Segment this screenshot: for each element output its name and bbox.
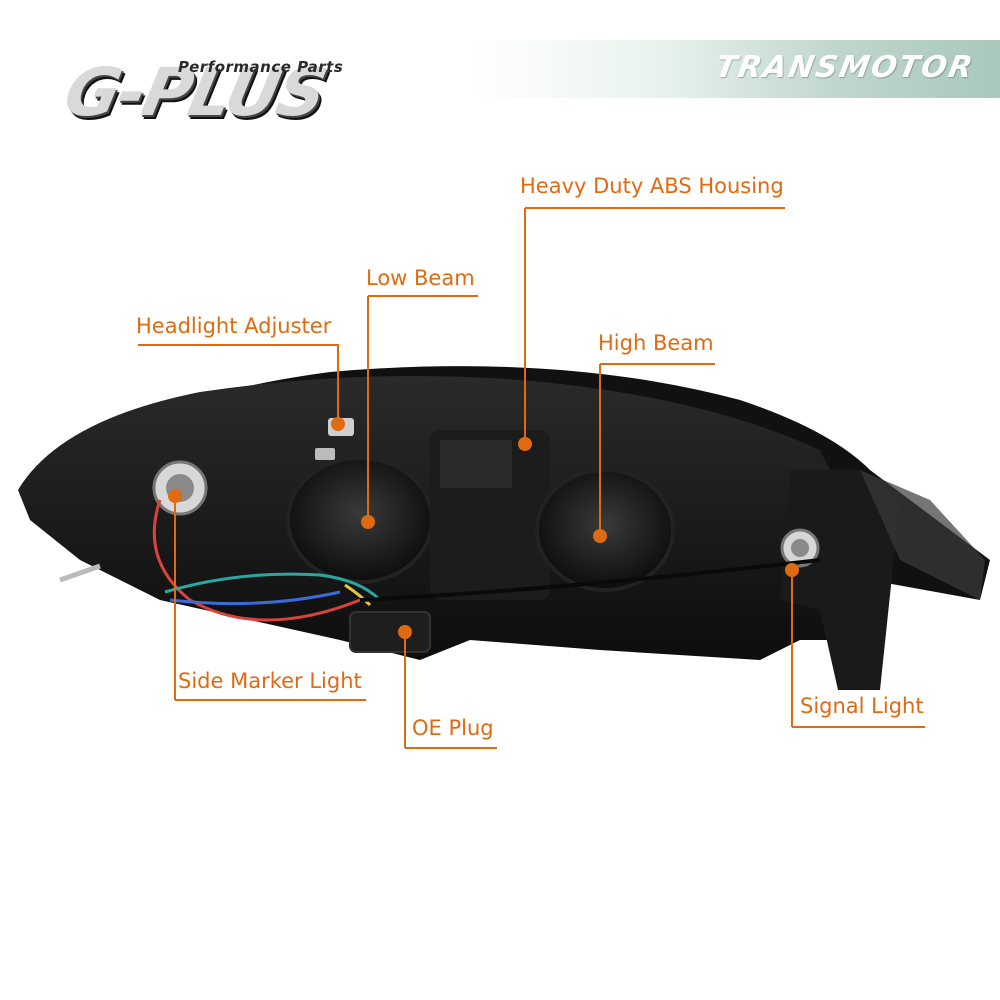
brand-banner: TRANSMOTOR xyxy=(470,40,1000,98)
label-headlight-adjuster: Headlight Adjuster xyxy=(136,314,332,338)
signal-housing xyxy=(780,470,900,690)
leader-oe-plug xyxy=(404,632,497,749)
dot-high-beam xyxy=(593,529,607,543)
brand-logo: G-PLUS Performance Parts xyxy=(30,28,380,131)
brand-tagline: Performance Parts xyxy=(178,58,344,76)
high-beam-housing xyxy=(535,468,675,592)
leader-heavy-duty-abs-housing xyxy=(524,207,785,444)
label-high-beam: High Beam xyxy=(598,331,714,355)
leader-headlight-adjuster xyxy=(138,344,339,424)
label-signal-light: Signal Light xyxy=(800,694,924,718)
low-beam-housing xyxy=(286,456,434,584)
dot-heavy-duty-abs-housing xyxy=(518,437,532,451)
label-low-beam: Low Beam xyxy=(366,266,475,290)
dot-signal-light xyxy=(785,563,799,577)
dot-low-beam xyxy=(361,515,375,529)
dot-headlight-adjuster xyxy=(331,417,345,431)
dot-side-marker-light xyxy=(168,489,182,503)
leader-side-marker-light xyxy=(174,496,366,701)
label-side-marker-light: Side Marker Light xyxy=(178,669,362,693)
leader-low-beam xyxy=(367,295,478,522)
leader-signal-light xyxy=(791,570,925,728)
leader-high-beam xyxy=(599,363,715,536)
lens-edge xyxy=(860,470,985,600)
oe-plug-body xyxy=(349,611,431,653)
dot-oe-plug xyxy=(398,625,412,639)
label-oe-plug: OE Plug xyxy=(412,716,494,740)
abs-label-plate xyxy=(440,440,512,488)
label-heavy-duty-abs-housing: Heavy Duty ABS Housing xyxy=(520,174,784,198)
